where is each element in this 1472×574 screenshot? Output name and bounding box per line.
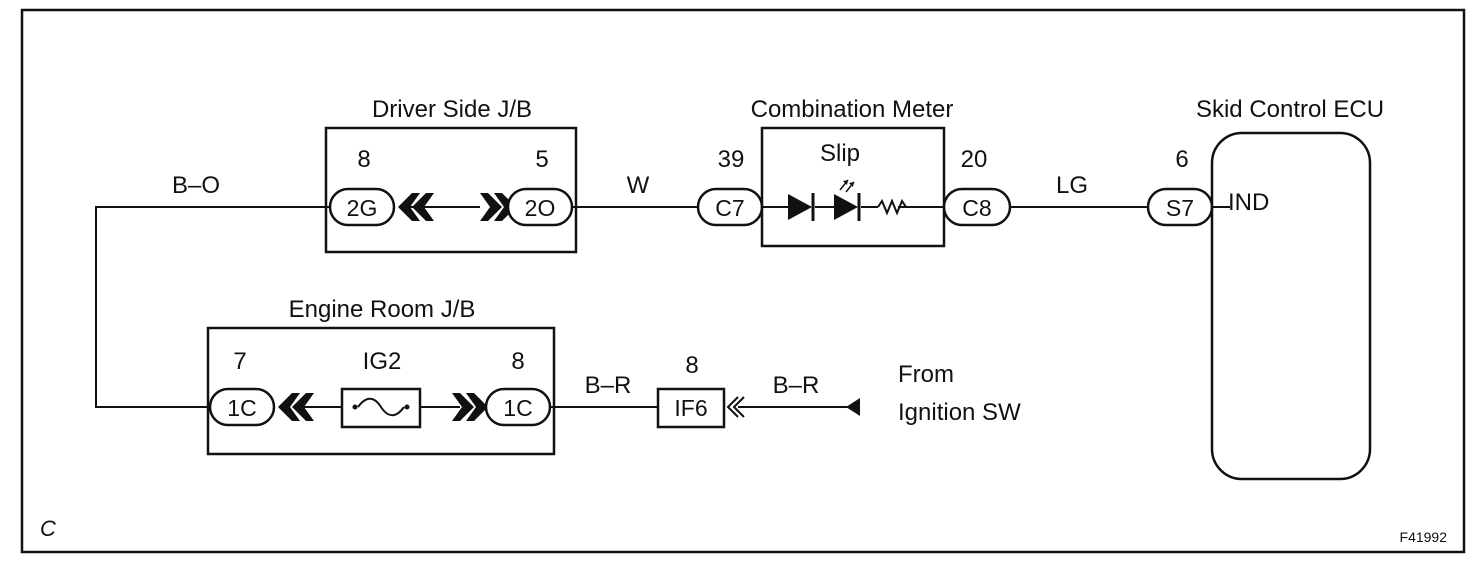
ignition-line1: From: [898, 361, 954, 388]
combination-meter-box: [760, 126, 946, 248]
connector-if6-group: 8 IF6: [656, 352, 745, 429]
chevron-left-icon: [278, 393, 314, 421]
pin-c7: 39: [718, 146, 745, 173]
wire-bo-label: B–O: [172, 172, 220, 199]
driver-jb-title: Driver Side J/B: [372, 96, 532, 123]
wire-br-right-label: B–R: [773, 372, 820, 399]
skid-control-ecu: Skid Control ECU 6 S7 IND: [1146, 96, 1384, 481]
fuse-ig2: [340, 387, 422, 429]
led-ray-heads: [843, 180, 854, 187]
pin-1c-right: 8: [511, 348, 524, 375]
chevron-left-icon: [398, 193, 434, 221]
diagram-frame: [20, 8, 1466, 554]
fuse-icon: [357, 397, 405, 417]
driver-jb-box: [324, 126, 578, 254]
chevron-right-icon: [452, 393, 488, 421]
connector-2o-label: 2O: [525, 195, 556, 221]
fuse-terminal-left: [352, 404, 358, 410]
ignition-line2: Ignition SW: [898, 399, 1021, 426]
connector-1c-left-label: 1C: [227, 395, 256, 421]
connector-if6-label: IF6: [674, 395, 707, 421]
wire-w-label: W: [627, 172, 650, 199]
connector-c8: [942, 187, 1012, 227]
arrow-left-icon: [846, 398, 860, 416]
connector-1c-right: [484, 387, 552, 427]
connector-2g-label: 2G: [347, 195, 378, 221]
fuse-terminal-right: [404, 404, 410, 410]
driver-side-jb: Driver Side J/B 8 2G 5 2O: [324, 96, 578, 254]
combination-meter-title: Combination Meter: [751, 96, 954, 123]
ecu-terminal-ind: IND: [1228, 189, 1269, 216]
ignition-source: From Ignition SW: [846, 361, 1021, 426]
pin-2g: 8: [357, 146, 370, 173]
combination-meter: 39 C7 Combination Meter Slip 20 C8: [696, 96, 1012, 248]
led-icon: [834, 194, 858, 220]
pin-1c-left: 7: [233, 348, 246, 375]
chevron-left-icon: [726, 396, 739, 418]
connector-1c-right-label: 1C: [503, 395, 532, 421]
fuse-ig2-label: IG2: [363, 348, 402, 375]
pin-s7: 6: [1175, 146, 1188, 173]
chevron-right-icon: [480, 193, 516, 221]
figure-code: F41992: [1400, 529, 1448, 545]
engine-jb-box: [206, 326, 556, 456]
slip-lamp-label: Slip: [820, 140, 860, 167]
skid-ecu-title: Skid Control ECU: [1196, 96, 1384, 123]
pin-2o: 5: [535, 146, 548, 173]
connector-2g: [328, 187, 396, 227]
chevron-left-icon: [732, 396, 745, 418]
wire-bo: [95, 206, 330, 408]
connector-s7-label: S7: [1166, 195, 1194, 221]
resistor-icon: [877, 198, 912, 216]
connector-2o: [506, 187, 574, 227]
pin-if6: 8: [685, 352, 698, 379]
connector-c8-label: C8: [962, 195, 991, 221]
engine-jb-title: Engine Room J/B: [289, 296, 476, 323]
skid-ecu-box: [1210, 131, 1372, 481]
pin-c8: 20: [961, 146, 988, 173]
engine-room-jb: Engine Room J/B 7 1C IG2 8 1C: [206, 296, 556, 456]
wire-lg-label: LG: [1056, 172, 1088, 199]
connector-c7-label: C7: [715, 195, 744, 221]
wire-br-left-label: B–R: [585, 372, 632, 399]
corner-label: C: [40, 516, 56, 541]
diode-icon: [788, 194, 812, 220]
connector-1c-left: [208, 387, 276, 427]
connector-if6: [656, 387, 726, 429]
